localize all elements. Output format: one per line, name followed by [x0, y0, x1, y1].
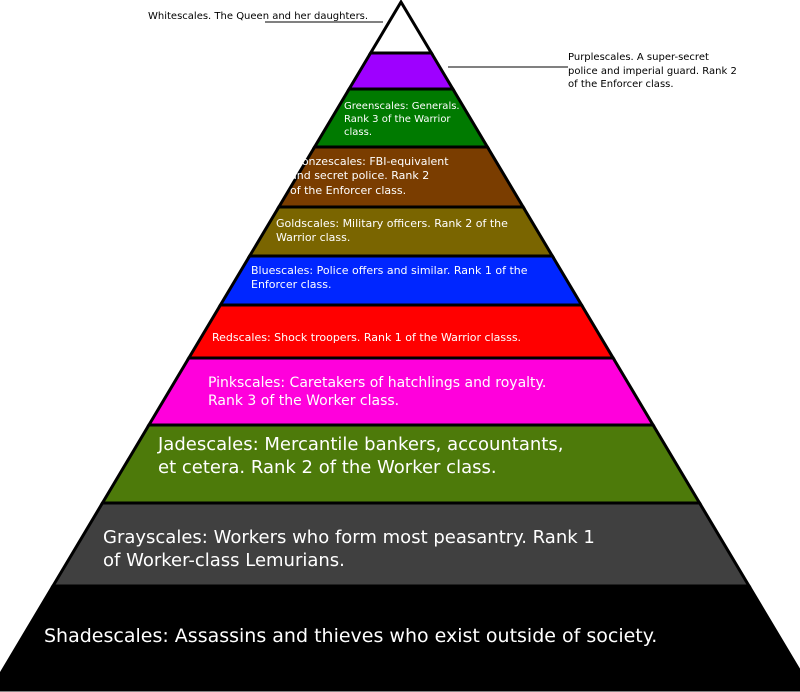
- callout-leader-lines: [265, 21, 568, 68]
- tier-label-line: Rank 3 of the Worker class.: [208, 393, 400, 410]
- tier-label-line: Bluescales: Police offers and similar. R…: [251, 264, 528, 277]
- tier-label-line: Bronzescales: FBI-equivalent: [290, 155, 449, 168]
- tier-label-grayscales: Grayscales: Workers who form most peasan…: [103, 526, 595, 573]
- callout-whitescales: Whitescales. The Queen and her daughters…: [148, 10, 368, 24]
- tier-label-shadescales: Shadescales: Assassins and thieves who e…: [44, 624, 657, 649]
- tier-label-line: of the Enforcer class.: [290, 183, 407, 197]
- tier-label-line: Greenscales: Generals.: [344, 101, 460, 112]
- tier-label-greenscales: Greenscales: Generals. Rank 3 of the Warr…: [344, 100, 460, 139]
- tier-label-line: Goldscales: Military officers. Rank 2 of…: [276, 217, 508, 230]
- tier-label-bluescales: Bluescales: Police offers and similar. R…: [251, 264, 528, 293]
- tier-label-redscales: Redscales: Shock troopers. Rank 1 of the…: [212, 331, 521, 345]
- tier-shadescales: [0, 584, 800, 692]
- tier-label-line: and secret police. Rank 2: [290, 169, 430, 183]
- tier-label-line: Enforcer class.: [251, 278, 332, 292]
- tier-label-line: Grayscales: Workers who form most peasan…: [103, 527, 595, 548]
- tier-whitescales: [367, 0, 435, 55]
- tier-label-line: Rank 3 of the Warrior: [344, 114, 451, 125]
- tier-label-line: Warrior class.: [276, 231, 351, 245]
- callout-line: Whitescales. The Queen and her daughters…: [148, 11, 369, 22]
- tier-purplescales: [346, 51, 456, 91]
- tier-label-line: Shadescales: Assassins and thieves who e…: [44, 625, 658, 647]
- tier-label-line: of Worker-class Lemurians.: [103, 550, 345, 572]
- tier-label-line: Jadescales: Mercantile bankers, accounta…: [158, 434, 564, 455]
- callout-line: of the Enforcer class.: [568, 79, 674, 90]
- tier-label-pinkscales: Pinkscales: Caretakers of hatchlings and…: [208, 374, 546, 410]
- tier-label-line: et cetera. Rank 2 of the Worker class.: [158, 457, 497, 479]
- tier-label-line: Redscales: Shock troopers. Rank 1 of the…: [212, 331, 522, 344]
- callout-line: Purplescales. A super-secret: [568, 52, 709, 63]
- tier-label-jadescales: Jadescales: Mercantile bankers, accounta…: [158, 433, 563, 480]
- callout-purplescales: Purplescales. A super-secret police and i…: [568, 51, 737, 92]
- tier-label-line: Pinkscales: Caretakers of hatchlings and…: [208, 375, 547, 391]
- tier-label-goldscales: Goldscales: Military officers. Rank 2 of…: [276, 217, 508, 246]
- tier-label-line: class.: [344, 127, 373, 138]
- callout-line: police and imperial guard. Rank 2: [568, 65, 737, 77]
